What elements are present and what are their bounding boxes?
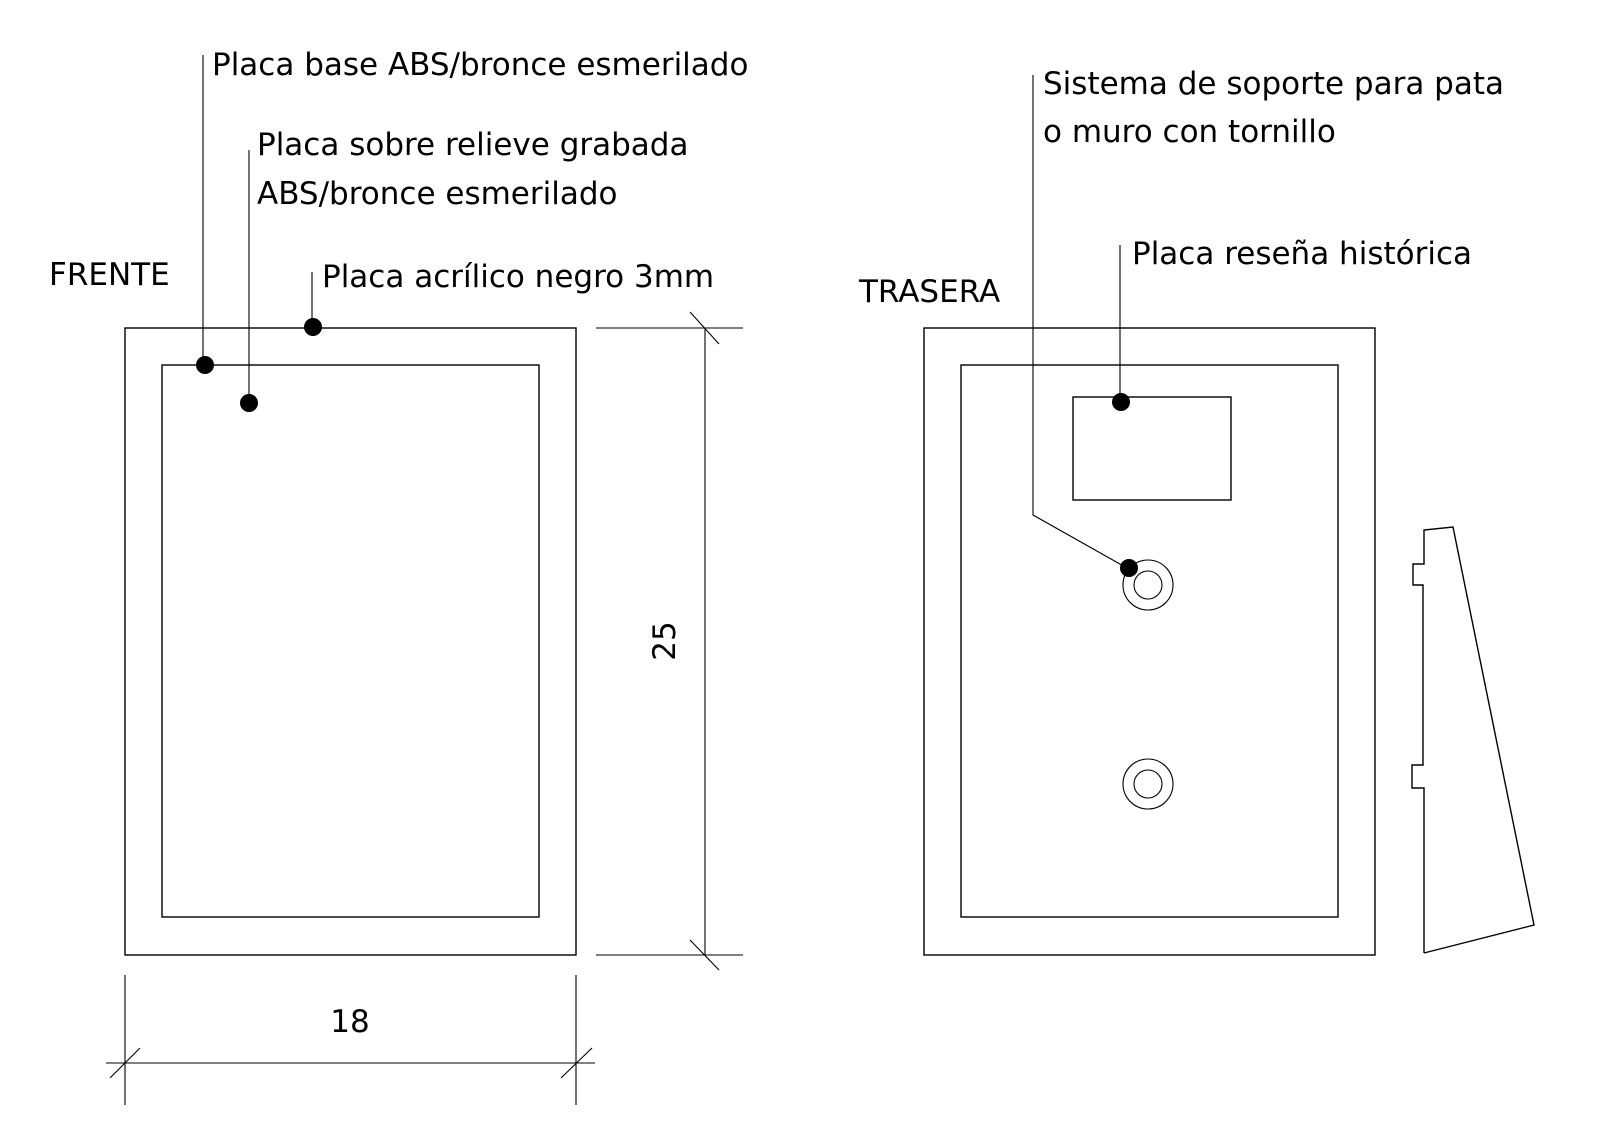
dimension-tick	[560, 1047, 593, 1079]
leader-dot	[196, 356, 214, 374]
leader-dot	[240, 394, 258, 412]
label-support-line2: o muro con tornillo	[1043, 114, 1336, 150]
label-history-plate: Placa reseña histórica	[1132, 236, 1472, 272]
leader-support-system: Sistema de soporte para pata o muro con …	[1032, 66, 1504, 577]
front-acrylic-plate-outline	[124, 327, 577, 956]
back-outer-outline	[923, 327, 1376, 956]
dimension-tick	[689, 939, 720, 971]
leader-relief-plate: Placa sobre relieve grabada ABS/bronce e…	[240, 127, 688, 412]
dimension-width-value: 18	[330, 1004, 369, 1040]
label-relief-plate-line2: ABS/bronce esmerilado	[257, 176, 617, 212]
side-support-profile	[1411, 526, 1535, 954]
label-acrylic-plate: Placa acrílico negro 3mm	[322, 259, 714, 295]
label-support-line1: Sistema de soporte para pata	[1043, 66, 1504, 102]
screw-hole-top	[1122, 559, 1174, 611]
leader-dot	[1112, 393, 1130, 411]
leader-dot	[1120, 559, 1138, 577]
dimension-tick	[109, 1047, 141, 1079]
label-relief-plate-line1: Placa sobre relieve grabada	[257, 127, 688, 163]
history-plate-outline	[1072, 396, 1232, 501]
dimension-height-value: 25	[647, 621, 683, 660]
dimension-width: 18	[106, 975, 595, 1105]
dimension-tick	[689, 311, 720, 345]
front-title: FRENTE	[49, 257, 170, 293]
leader-acrylic-plate: Placa acrílico negro 3mm	[304, 259, 714, 336]
support-leg-outline	[1411, 526, 1535, 954]
leader-history-plate: Placa reseña histórica	[1112, 236, 1472, 411]
dimension-height: 25	[596, 311, 743, 971]
leader-dot	[304, 318, 322, 336]
screw-hole-bottom	[1122, 758, 1174, 810]
label-base-plate: Placa base ABS/bronce esmerilado	[212, 47, 748, 83]
front-base-plate-outline	[161, 364, 540, 918]
back-inner-outline	[960, 364, 1339, 918]
back-title: TRASERA	[858, 274, 1000, 310]
front-view: FRENTE Placa base ABS/bronce esmerilado …	[49, 47, 748, 1105]
back-view: TRASERA Sistema de soporte para pata o m…	[858, 66, 1504, 956]
leader-base-plate: Placa base ABS/bronce esmerilado	[196, 47, 748, 374]
